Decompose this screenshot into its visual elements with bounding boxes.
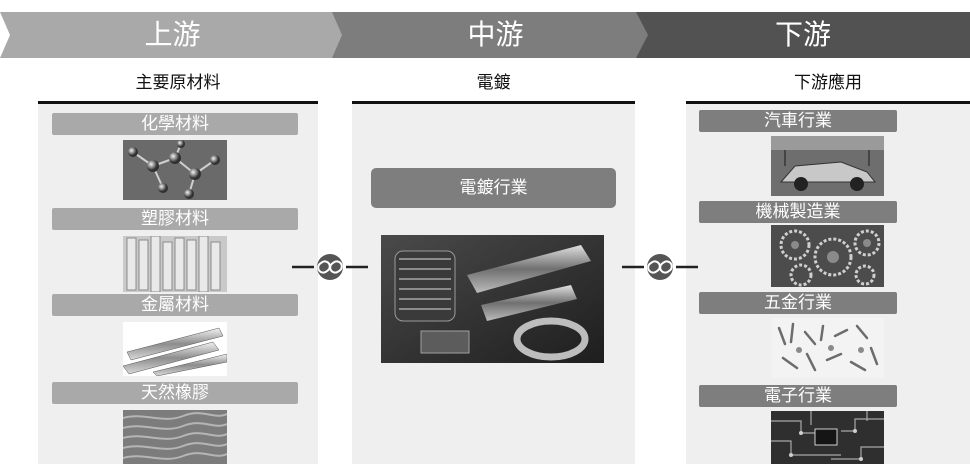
downstream-item-label: 五金行業 — [699, 292, 897, 314]
stage-midstream-subtitle: 電鍍 — [476, 73, 511, 93]
chain-link-icon — [622, 252, 698, 282]
circuit-board-image — [771, 411, 884, 464]
stage-downstream-arrow: 下游 — [636, 12, 970, 58]
upstream-item-label: 化學材料 — [52, 113, 298, 135]
molecule-image — [123, 140, 227, 200]
stage-midstream-title: 中游 — [467, 18, 524, 51]
downstream-item-label: 電子行業 — [699, 385, 897, 407]
stage-upstream-title: 上游 — [144, 18, 201, 51]
rubber-sheets-image — [123, 410, 227, 464]
gears-image — [771, 225, 884, 287]
upstream-item-label: 金屬材料 — [52, 294, 298, 316]
upstream-item-label: 天然橡膠 — [52, 382, 298, 404]
stage-downstream-title: 下游 — [774, 18, 831, 51]
chain-link-icon — [292, 252, 368, 282]
stage-upstream-subtitle: 主要原材料 — [135, 73, 221, 93]
downstream-item-label: 機械製造業 — [699, 201, 897, 223]
plated-parts-image — [381, 235, 604, 363]
hardware-image — [771, 318, 884, 378]
upstream-item-label: 塑膠材料 — [52, 208, 298, 230]
downstream-item-label: 汽車行業 — [699, 110, 897, 132]
stage-upstream-arrow: 上游 — [0, 12, 345, 58]
plastic-pipes-image — [123, 236, 227, 292]
upstream-divider — [38, 101, 318, 104]
stage-downstream-subtitle: 下游應用 — [794, 73, 862, 93]
stage-midstream-arrow: 中游 — [332, 12, 659, 58]
car-factory-image — [771, 136, 884, 196]
midstream-label: 電鍍行業 — [371, 168, 616, 208]
downstream-divider — [686, 101, 970, 104]
midstream-divider — [352, 101, 635, 104]
metal-tubes-image — [123, 322, 227, 376]
